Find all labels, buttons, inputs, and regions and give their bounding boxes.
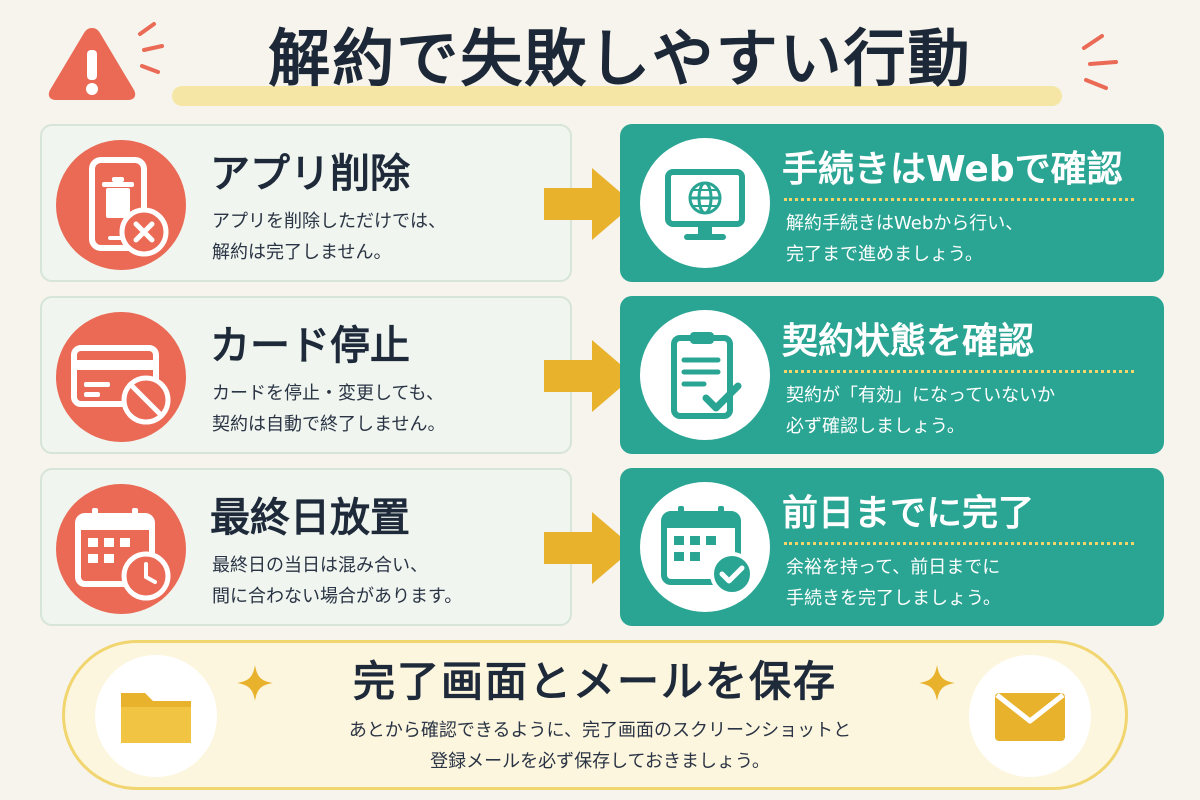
- solution-title: 前日までに完了: [782, 493, 1035, 534]
- save-reminder-banner: 完了画面とメールを保存 あとから確認できるように、完了画面のスクリーンショットと…: [62, 640, 1128, 790]
- solution-card: 前日までに完了 余裕を持って、前日までに 手続きを完了しましょう。: [620, 468, 1164, 626]
- mistake-title: 最終日放置: [210, 495, 410, 541]
- envelope-icon: [995, 693, 1065, 741]
- spark-lines-icon: [138, 22, 164, 74]
- solution-card: 手続きはWebで確認 解約手続きはWebから行い、 完了まで進めましょう。: [620, 124, 1164, 282]
- clipboard-check-icon: [671, 332, 742, 419]
- mistake-icon-badge: [56, 312, 186, 442]
- arrow-right-icon: [544, 512, 634, 584]
- solution-icon-badge: [640, 482, 770, 612]
- mistake-title: アプリ削除: [210, 151, 410, 197]
- banner-description: あとから確認できるように、完了画面のスクリーンショットと 登録メールを必ず保存し…: [348, 720, 852, 772]
- sparkle-icon: [237, 665, 273, 701]
- row-last-day: 最終日放置 最終日の当日は混み合い、 間に合わない場合があります。: [40, 468, 1164, 626]
- mistake-description: 最終日の当日は混み合い、 間に合わない場合があります。: [212, 555, 463, 607]
- dotted-divider: [784, 198, 1134, 201]
- solution-description: 余裕を持って、前日までに 手続きを完了しましょう。: [786, 557, 1001, 609]
- calendar-clock-icon: [75, 508, 171, 601]
- banner-title: 完了画面とメールを保存: [352, 657, 837, 706]
- solution-description: 契約が「有効」になっていないか 必ず確認しましょう。: [786, 385, 1056, 437]
- solution-description: 解約手続きはWebから行い、 完了まで進めましょう。: [786, 213, 1024, 265]
- mistake-card: アプリ削除 アプリを削除しただけでは、 解約は完了しません。: [40, 124, 572, 282]
- title-underline: [172, 86, 1062, 106]
- dotted-divider: [784, 542, 1134, 545]
- warning-triangle-icon: [48, 28, 136, 100]
- phone-trash-icon: [89, 157, 169, 257]
- folder-badge: [95, 655, 217, 777]
- mistake-icon-badge: [56, 484, 186, 614]
- arrow-right-icon: [544, 168, 634, 240]
- arrow-right-icon: [544, 340, 634, 412]
- mistake-description: アプリを削除しただけでは、 解約は完了しません。: [212, 211, 446, 263]
- solution-icon-badge: [640, 310, 770, 440]
- calendar-check-icon: [661, 506, 754, 596]
- envelope-badge: [969, 655, 1091, 777]
- dotted-divider: [784, 370, 1134, 373]
- mistake-card: 最終日放置 最終日の当日は混み合い、 間に合わない場合があります。: [40, 468, 572, 626]
- solution-card: 契約状態を確認 契約が「有効」になっていないか 必ず確認しましょう。: [620, 296, 1164, 454]
- spark-lines-icon: [1082, 34, 1118, 90]
- page-title: 解約で失敗しやすい行動: [268, 22, 972, 95]
- mistake-card: カード停止 カードを停止・変更しても、 契約は自動で終了しません。: [40, 296, 572, 454]
- folder-icon: [121, 693, 191, 743]
- row-app-delete: アプリ削除 アプリを削除しただけでは、 解約は完了しません。 手続きはWebで確…: [40, 124, 1164, 282]
- row-card-stop: カード停止 カードを停止・変更しても、 契約は自動で終了しません。 契約状態を確…: [40, 296, 1164, 454]
- header: 解約で失敗しやすい行動: [0, 0, 1200, 118]
- solution-title: 契約状態を確認: [782, 321, 1035, 362]
- solution-icon-badge: [640, 138, 770, 268]
- monitor-globe-icon: [665, 169, 745, 240]
- mistake-description: カードを停止・変更しても、 契約は自動で終了しません。: [212, 383, 446, 435]
- credit-card-blocked-icon: [71, 345, 171, 425]
- solution-title: 手続きはWebで確認: [782, 149, 1123, 190]
- mistake-icon-badge: [56, 140, 186, 270]
- sparkle-icon: [919, 665, 955, 701]
- mistake-title: カード停止: [210, 323, 410, 369]
